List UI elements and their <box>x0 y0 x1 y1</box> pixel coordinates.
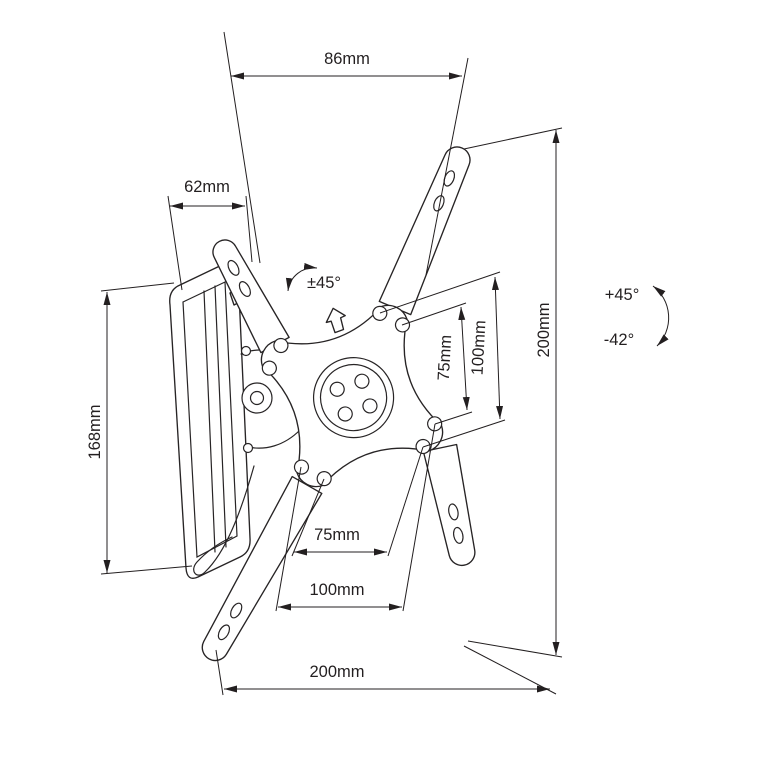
arm-slot <box>448 503 459 521</box>
dim-label-vesa-v100: 100mm <box>469 320 490 376</box>
boss-hole <box>354 373 370 389</box>
dim-label-overall-height: 200mm <box>535 302 553 357</box>
arm-slot <box>433 195 445 212</box>
boss-hole <box>337 406 353 422</box>
vesa-hole <box>293 459 310 475</box>
boss-hole <box>329 381 345 397</box>
arm-slot <box>238 281 251 297</box>
dimension-lines <box>100 31 670 696</box>
arm-slot <box>227 259 240 276</box>
arm-upper-right <box>378 146 471 316</box>
vesa-hole <box>316 471 332 487</box>
wall-plate <box>169 260 258 579</box>
release-strap <box>193 465 255 576</box>
dim-label-depth: 62mm <box>184 178 230 196</box>
dim-label-top-width: 86mm <box>324 50 370 68</box>
swivel-range-label: ±45° <box>307 274 341 292</box>
dim-label-vesa-v75: 75mm <box>435 334 455 381</box>
rail-line <box>214 285 227 548</box>
tilt-up-label: +45° <box>605 286 640 304</box>
dim-label-plate-height: 168mm <box>86 404 104 459</box>
arm-slot <box>217 624 231 641</box>
dim-line-100v <box>491 276 504 420</box>
vesa-plate <box>260 304 444 488</box>
tilt-down-label: -42° <box>604 331 634 349</box>
dim-label-vesa-h75: 75mm <box>314 526 360 544</box>
vesa-hole <box>261 360 277 376</box>
arm-lower-right <box>422 443 476 567</box>
up-arrow-icon <box>325 307 346 334</box>
arm-slot <box>230 602 243 619</box>
dim-label-vesa-h100: 100mm <box>309 581 364 599</box>
dimension-labels: 86mm 62mm 168mm 200mm 200mm 75mm 100mm 7… <box>86 50 639 681</box>
tilt-arrow-icon <box>652 285 670 347</box>
vesa-hole <box>273 337 289 354</box>
arm-slot <box>453 526 464 544</box>
dim-label-overall-width: 200mm <box>309 663 364 681</box>
rail-line <box>203 290 216 553</box>
swivel-arrow-icon <box>285 262 318 292</box>
boss-hole <box>362 398 378 414</box>
mount-bracket <box>169 146 476 662</box>
mount-arms <box>201 146 476 662</box>
dim-line-75v <box>458 306 470 411</box>
